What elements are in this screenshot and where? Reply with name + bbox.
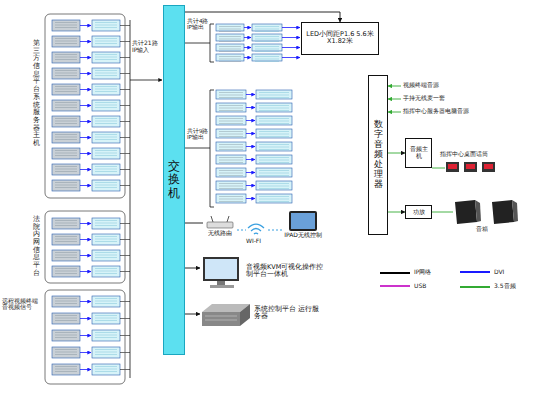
legend-label: USB <box>414 282 426 289</box>
label-holder: 手持无线麦一套 <box>403 95 513 102</box>
note-label: 手持无线麦一套 <box>403 94 445 101</box>
legend-label: DVI <box>494 268 504 275</box>
label-holder: 音箱 <box>476 226 506 233</box>
connector <box>388 153 405 154</box>
legend-row: IP网络 <box>380 268 431 277</box>
note-label: 共计9路 IP输出 <box>187 128 209 140</box>
system-box: IPAD无线控制 <box>280 210 326 239</box>
label-holder: 视频终端音源 <box>403 82 513 89</box>
legend-label: 3.5音频 <box>494 282 516 291</box>
box-label: 数字音频处理器 <box>374 120 383 189</box>
note-label: 共计4路 IP输出 <box>187 18 209 30</box>
connector <box>388 212 405 213</box>
system-box: 音频主机 <box>405 138 432 168</box>
note-label: 远程视频终端音视频信号 <box>2 298 38 310</box>
server-icon <box>200 302 252 330</box>
connector <box>185 314 200 315</box>
note-label: 法院内网信息平台 <box>33 216 40 278</box>
box-label: 音视频KVM可视化操作控制平台一体机 <box>246 264 330 279</box>
system-box: 音视频KVM可视化操作控制平台一体机 <box>200 256 330 290</box>
label-holder: 共计9路 IP输出 <box>187 128 211 141</box>
system-box: 功放 <box>405 205 432 219</box>
legend-row: DVI <box>460 268 504 275</box>
monitor-icon <box>200 256 244 290</box>
legend-row: USB <box>380 282 426 289</box>
label-holder: WI-FI <box>246 238 276 245</box>
label-holder: 指挥中心服务器电脑音源 <box>403 108 523 115</box>
label-holder: 共计21路 IP输入 <box>132 40 162 54</box>
system-box: 系统控制平台 运行服务器 <box>200 302 320 330</box>
note-label: WI-FI <box>246 237 261 244</box>
legend-row: 3.5音频 <box>460 282 516 291</box>
label-holder: 法院内网信息平台 <box>33 216 40 278</box>
note-label: 共计21路 IP输入 <box>132 39 158 53</box>
system-box: 数字音频处理器 <box>368 75 388 235</box>
box-label: 交换机 <box>168 160 180 200</box>
note-label: 视频终端音源 <box>403 81 439 88</box>
system-box: 无线路由 <box>203 216 237 237</box>
note-label: 指挥中心服务器电脑音源 <box>403 107 469 114</box>
connector <box>185 268 200 269</box>
box-label: 音频主机 <box>407 146 430 160</box>
box-label: IPAD无线控制 <box>280 232 326 239</box>
system-box: LED小间距P1.6 5.6米X1.82米 <box>301 22 379 55</box>
box-label: LED小间距P1.6 5.6米X1.82米 <box>305 31 375 46</box>
box-label: 功放 <box>413 209 425 216</box>
note-label: 第三方信息平台系统服务器主机 <box>33 40 40 148</box>
legend-swatch <box>380 272 410 274</box>
box-label: 无线路由 <box>203 230 237 237</box>
legend-swatch <box>460 271 490 273</box>
label-holder: 指挥中心桌面话筒 <box>440 151 520 157</box>
connector <box>185 223 203 224</box>
box-label: 系统控制平台 运行服务器 <box>254 306 320 321</box>
legend-swatch <box>460 286 490 288</box>
legend-swatch <box>380 285 410 287</box>
tablet-icon <box>288 210 318 232</box>
note-label: 指挥中心桌面话筒 <box>440 151 488 157</box>
label-holder: 第三方信息平台系统服务器主机 <box>33 40 40 148</box>
router-icon <box>205 216 235 230</box>
note-label: 音箱 <box>476 225 488 232</box>
system-box: 交换机 <box>163 5 185 355</box>
label-holder: 共计4路 IP输出 <box>187 18 211 31</box>
label-holder: 远程视频终端音视频信号 <box>2 298 42 311</box>
legend-label: IP网络 <box>414 268 431 277</box>
